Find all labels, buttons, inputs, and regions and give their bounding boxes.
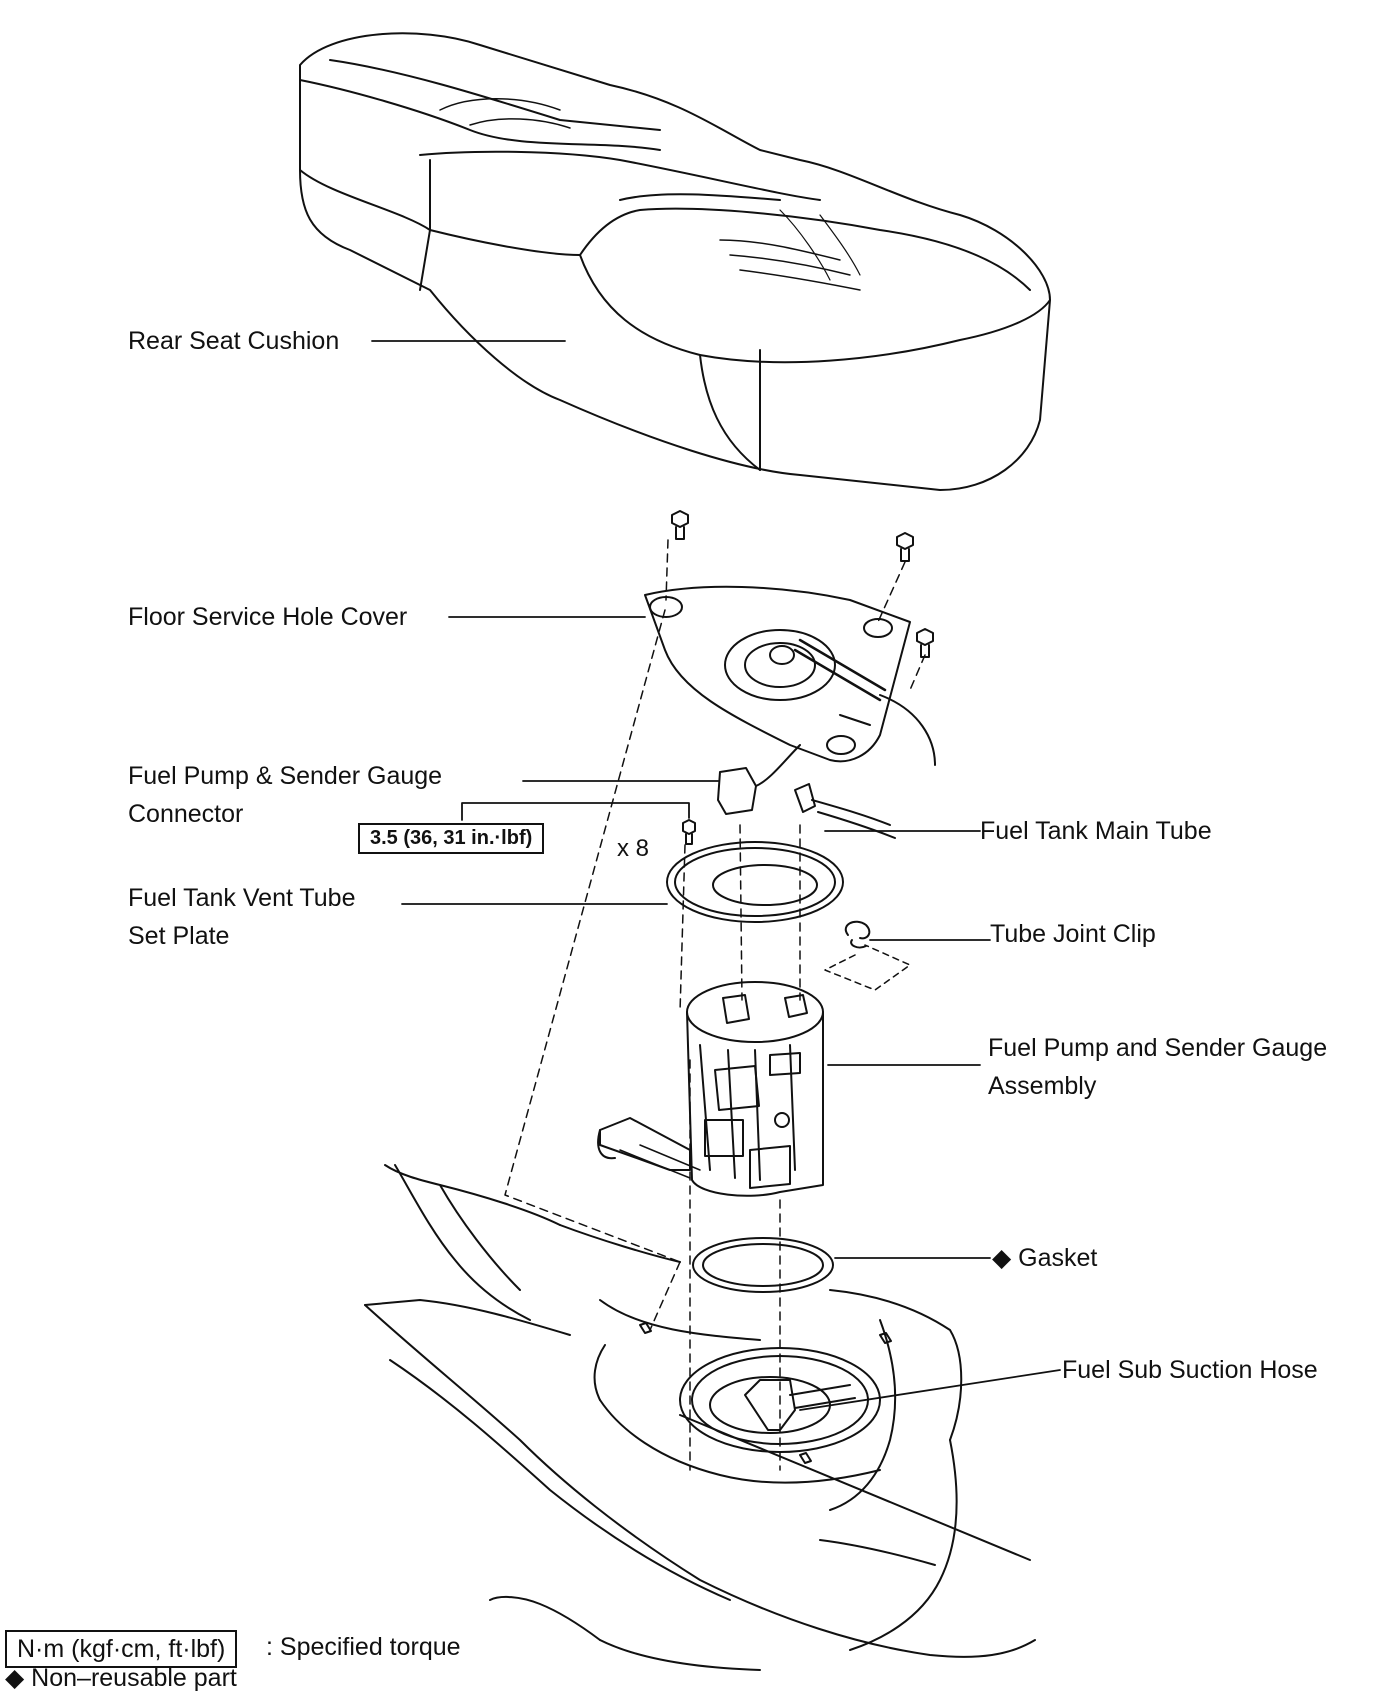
plate-bolt-icon [682, 819, 696, 845]
label-vent-tube-line2: Set Plate [128, 922, 230, 950]
label-fuel-sub-suction-hose: Fuel Sub Suction Hose [1062, 1356, 1318, 1384]
connector-drawing [717, 744, 896, 839]
vent-tube-set-plate-drawing [666, 841, 844, 923]
label-vent-tube-line1: Fuel Tank Vent Tube [128, 884, 356, 912]
bolt-quantity: x 8 [617, 835, 650, 862]
legend-torque-units: N·m (kgf·cm, ft·lbf) [5, 1630, 238, 1668]
torque-spec-box: 3.5 (36, 31 in.·lbf) [358, 823, 545, 854]
fuel-pump-assembly-drawing [597, 981, 824, 1197]
label-connector-line1: Fuel Pump & Sender Gauge [128, 762, 443, 790]
gasket-drawing [692, 1237, 834, 1293]
legend-nonreusable: ◆ Non–reusable part [5, 1664, 237, 1692]
label-assembly-line1: Fuel Pump and Sender Gauge [988, 1034, 1328, 1062]
cover-bolt-icons [671, 510, 934, 658]
label-fuel-tank-main-tube: Fuel Tank Main Tube [980, 817, 1212, 845]
label-tube-joint-clip: Tube Joint Clip [990, 920, 1156, 948]
legend-torque-text: : Specified torque [266, 1633, 461, 1661]
alignment-dashed-lines [504, 539, 926, 1471]
label-floor-service-hole-cover: Floor Service Hole Cover [128, 603, 408, 631]
label-connector-line2: Connector [128, 800, 244, 828]
label-assembly-line2: Assembly [988, 1072, 1097, 1100]
label-gasket: ◆ Gasket [992, 1244, 1098, 1272]
rear-seat-cushion-drawing [299, 32, 1051, 491]
label-rear-seat-cushion: Rear Seat Cushion [128, 327, 340, 355]
tube-joint-clip-drawing [824, 920, 911, 991]
floor-service-hole-cover-drawing [644, 585, 936, 766]
fuel-tank-drawing [364, 1164, 1036, 1671]
torque-leader [461, 802, 690, 821]
leader-lines [371, 340, 1061, 1411]
